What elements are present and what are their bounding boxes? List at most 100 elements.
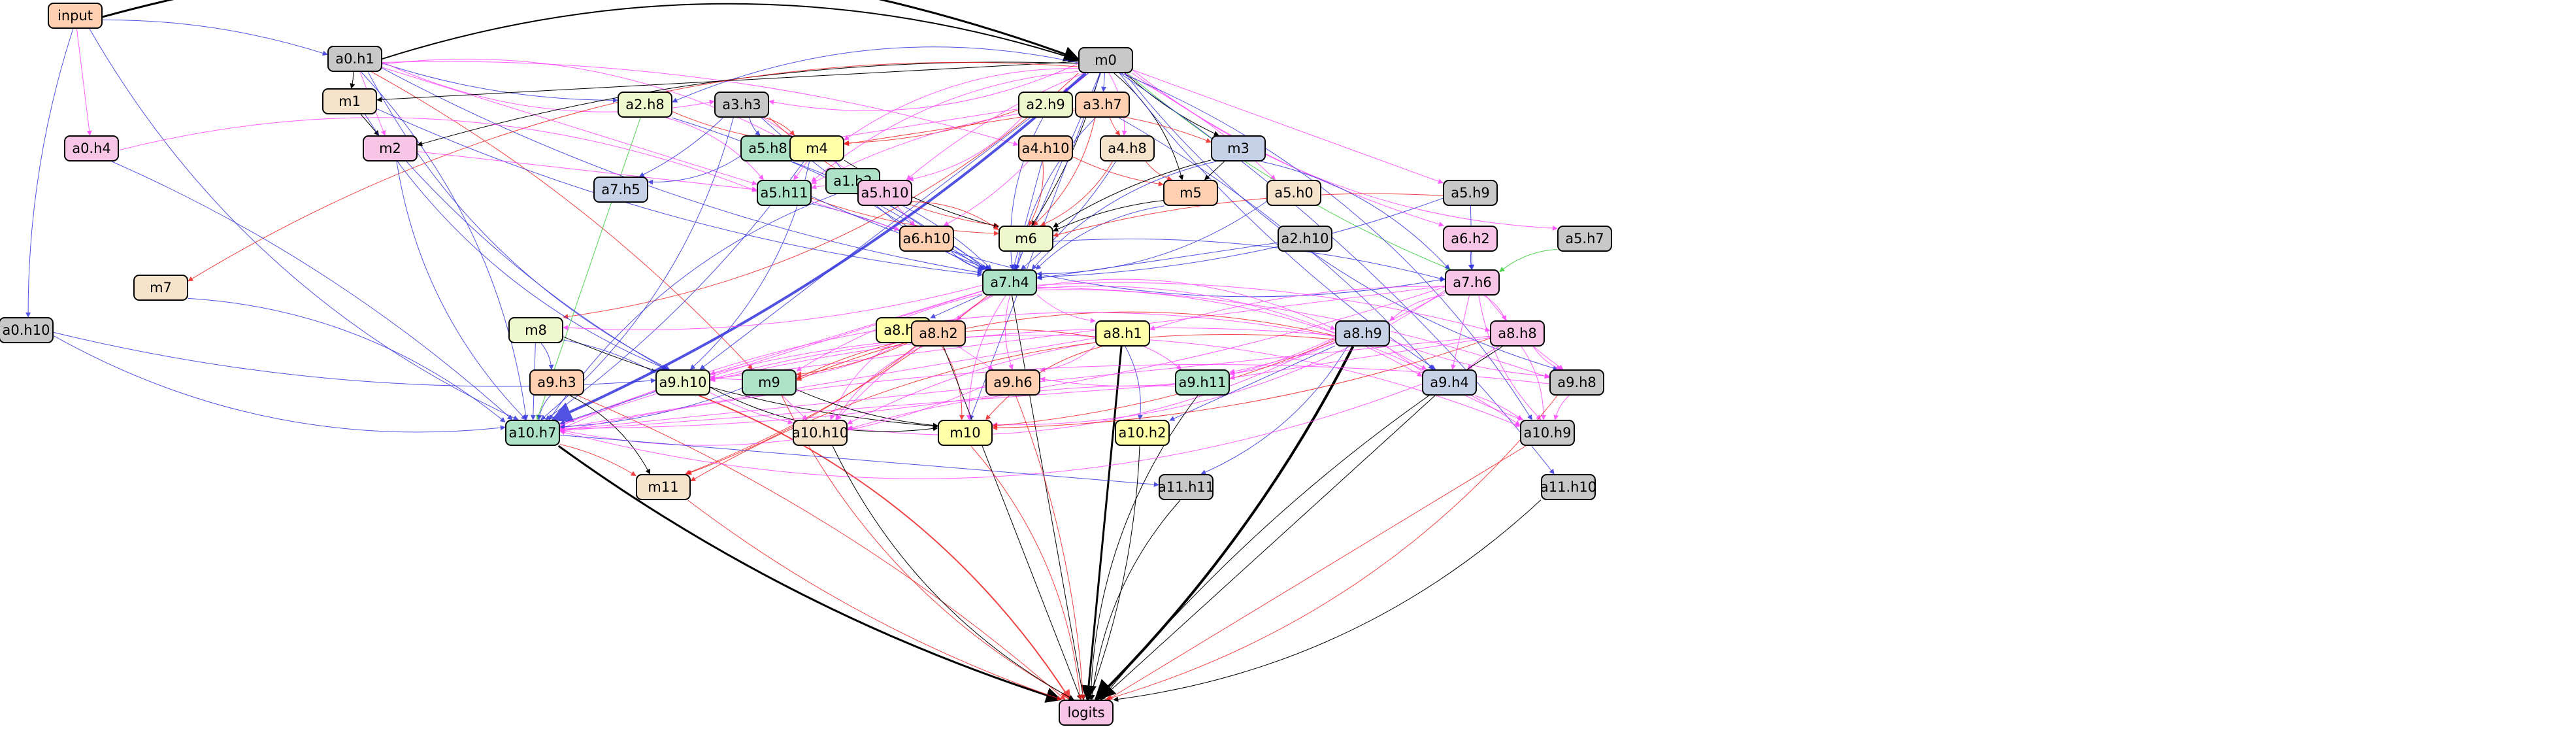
- edge-a2h10-to-a7h4: [1036, 242, 1278, 280]
- node-a5h0: a5.h0: [1266, 180, 1321, 206]
- edge-m0-to-m4: [844, 68, 1079, 141]
- edge-a4h8-to-m6: [1040, 161, 1113, 226]
- edge-a3h3-to-a7h5: [638, 117, 723, 177]
- edge-a8h1-to-a10h9: [1149, 339, 1521, 428]
- edge-m0-to-a9h8: [1124, 73, 1559, 371]
- node-a5h11: a5.h11: [757, 180, 812, 206]
- edge-a11h10-to-logits: [1113, 500, 1542, 702]
- edge-a7h4-to-a9h6: [1004, 295, 1014, 370]
- node-a2h9: a2.h9: [1018, 92, 1073, 118]
- node-a9h3: a9.h3: [529, 369, 584, 396]
- edge-m0-to-a2h8: [672, 46, 1079, 103]
- node-a6h2: a6.h2: [1443, 226, 1498, 252]
- edge-a3h3-to-m6: [768, 117, 999, 228]
- edge-a9h11-to-a10h7: [559, 384, 1176, 433]
- edge-a7h4-to-a9h10: [710, 290, 983, 375]
- edge-a2h9-to-m4: [844, 109, 1019, 146]
- edge-m4-to-a5h11: [793, 161, 808, 180]
- node-a5h9: a5.h9: [1443, 180, 1498, 206]
- edge-a5h7-to-a7h6: [1499, 248, 1558, 273]
- edge-m6-to-a7h6: [1053, 239, 1445, 281]
- edge-a5h10-to-a6h10: [896, 205, 916, 226]
- node-a8h1: a8.h1: [1095, 320, 1150, 347]
- edge-a8h9-to-a9h10: [710, 327, 1336, 382]
- edge-a11h11-to-logits: [1089, 500, 1181, 700]
- edge-m9-to-logits: [781, 395, 1074, 700]
- edge-a9h10-to-logits: [699, 395, 1071, 701]
- edge-a0h4-to-a10h7: [111, 161, 513, 420]
- edge-m0-to-a5h10: [906, 73, 1084, 180]
- node-m5: m5: [1163, 180, 1218, 206]
- edge-a7h6-to-a9h4: [1451, 295, 1470, 370]
- edge-m11-to-logits: [687, 500, 1063, 701]
- edge-a7h4-to-m10: [966, 295, 1006, 420]
- edge-a2h9-to-a5h10: [908, 117, 1022, 182]
- edge-a10h7-to-logits: [557, 445, 1062, 703]
- edge-a8h9-to-m11: [690, 333, 1336, 482]
- edge-a0h1-to-m0: [382, 3, 1080, 63]
- edge-m0-to-m8: [563, 73, 1079, 320]
- edge-a7h4-to-logits: [1012, 295, 1086, 700]
- edge-m0-to-m3: [1125, 73, 1219, 136]
- node-a0h1: a0.h1: [327, 46, 382, 72]
- edge-a6h10-to-a7h4: [951, 251, 985, 271]
- edge-a8h1-to-logits: [1081, 346, 1123, 702]
- edge-a9h3-to-a10h7: [537, 395, 551, 420]
- edge-a10h7-to-a11h11: [559, 434, 1159, 487]
- edge-a0h1-to-a10h7: [361, 71, 529, 420]
- node-m2: m2: [363, 135, 418, 161]
- edge-a8h8-to-a9h4: [1467, 346, 1500, 370]
- edge-m0-to-a10h9: [1121, 73, 1532, 420]
- edge-m1-to-a7h4: [376, 109, 983, 277]
- edge-m5-to-a7h4: [1035, 205, 1164, 270]
- edge-a7h4-to-a10h10: [836, 295, 994, 420]
- edge-a10h10-to-logits: [832, 445, 1074, 700]
- node-a2h8: a2.h8: [618, 92, 672, 118]
- node-a9h10: a9.h10: [655, 369, 710, 396]
- node-a6h10: a6.h10: [899, 226, 954, 252]
- edge-a7h6-to-a10h7: [559, 286, 1445, 432]
- edge-a8h1-to-a9h11: [1144, 346, 1182, 370]
- node-a3h7: a3.h7: [1075, 92, 1130, 118]
- edge-m9-to-m10: [796, 389, 938, 428]
- node-a10h7: a10.h7: [505, 420, 560, 446]
- edge-a4h10-to-a6h10: [943, 161, 1029, 226]
- edge-a8h2-to-a9h10: [710, 338, 912, 381]
- edge-m2-to-a5h11: [417, 151, 757, 192]
- edge-m3-to-m6: [1053, 160, 1212, 228]
- edge-m3-to-m5: [1204, 161, 1225, 180]
- node-a9h8: a9.h8: [1549, 369, 1604, 396]
- node-a11h11: a11.h11: [1158, 474, 1214, 500]
- edge-a4h8-to-m5: [1146, 161, 1173, 181]
- edge-a3h3-to-m4: [764, 117, 795, 136]
- node-m1: m1: [322, 88, 377, 114]
- node-m0: m0: [1078, 47, 1133, 73]
- node-m10: m10: [938, 420, 993, 446]
- edge-m0-to-a3h3: [768, 63, 1079, 111]
- node-input: input: [48, 3, 103, 29]
- node-m6: m6: [999, 226, 1053, 252]
- edge-a7h6-to-a8h1: [1149, 286, 1445, 331]
- edge-a9h10-to-a10h10: [710, 392, 793, 425]
- node-m8: m8: [508, 317, 563, 343]
- edge-m8-to-a9h10: [563, 339, 656, 373]
- edge-a9h4-to-a10h7: [559, 383, 1423, 479]
- edge-a8h9-to-m10: [992, 340, 1336, 428]
- edge-a8h2-to-m10: [941, 346, 965, 420]
- edge-a10h7-to-m11: [559, 443, 636, 476]
- edge-input-to-m0: [102, 0, 1080, 61]
- edge-a9h3-to-m11: [570, 395, 651, 475]
- edge-m0-to-m5: [1114, 73, 1184, 180]
- node-m9: m9: [742, 369, 797, 396]
- edge-a5h9-to-m6: [1053, 193, 1444, 237]
- edge-a3h7-to-a4h8: [1109, 117, 1121, 136]
- edge-m3-to-a7h6: [1261, 161, 1450, 270]
- edge-a0h1-to-a7h4: [382, 67, 983, 275]
- edge-a5h9-to-a7h4: [1036, 197, 1444, 280]
- node-a10h10: a10.h10: [792, 420, 848, 446]
- edge-a7h4-to-a9h4: [1036, 286, 1423, 377]
- edge-a8h2-to-m9: [796, 341, 912, 377]
- edge-m1-to-a9h10: [365, 114, 669, 370]
- edge-a8h3-to-a10h10: [830, 343, 893, 420]
- edge-a8h2-to-a10h10: [835, 346, 923, 420]
